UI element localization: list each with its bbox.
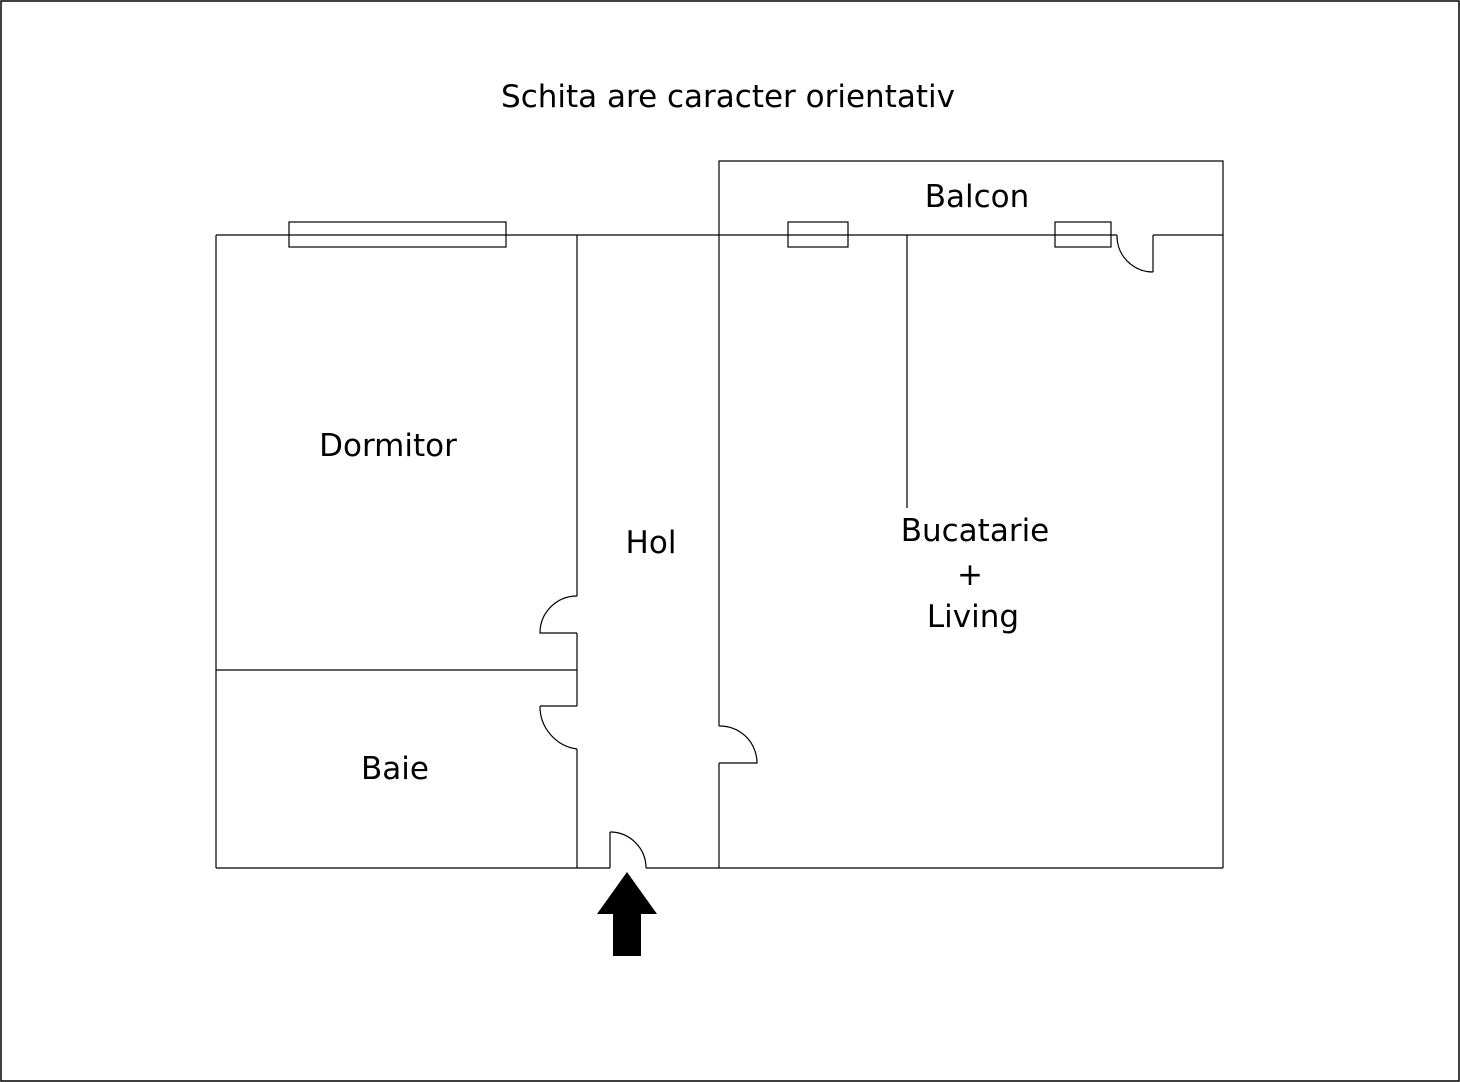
living-door-swing (718, 725, 758, 764)
room-label-baie: Baie (361, 751, 429, 787)
plan-caption: Schita are caracter orientativ (501, 79, 955, 115)
entrance-door-swing (609, 831, 647, 869)
living-window-left (787, 221, 849, 248)
room-label-balcon: Balcon (925, 179, 1030, 215)
dormitor-window (288, 221, 507, 248)
balcony-wall (718, 160, 1224, 235)
room-label-plus: + (957, 557, 983, 593)
room-label-dormitor: Dormitor (319, 428, 457, 464)
dormitor-door-swing (539, 595, 578, 634)
balcony-door-swing (1116, 234, 1154, 273)
baie-door-swing (539, 705, 578, 750)
room-label-living: Living (927, 599, 1019, 635)
entrance-arrow-icon (597, 872, 657, 956)
living-window-right (1054, 221, 1112, 248)
room-label-hol: Hol (626, 525, 677, 561)
room-label-bucatarie: Bucatarie (901, 513, 1050, 549)
